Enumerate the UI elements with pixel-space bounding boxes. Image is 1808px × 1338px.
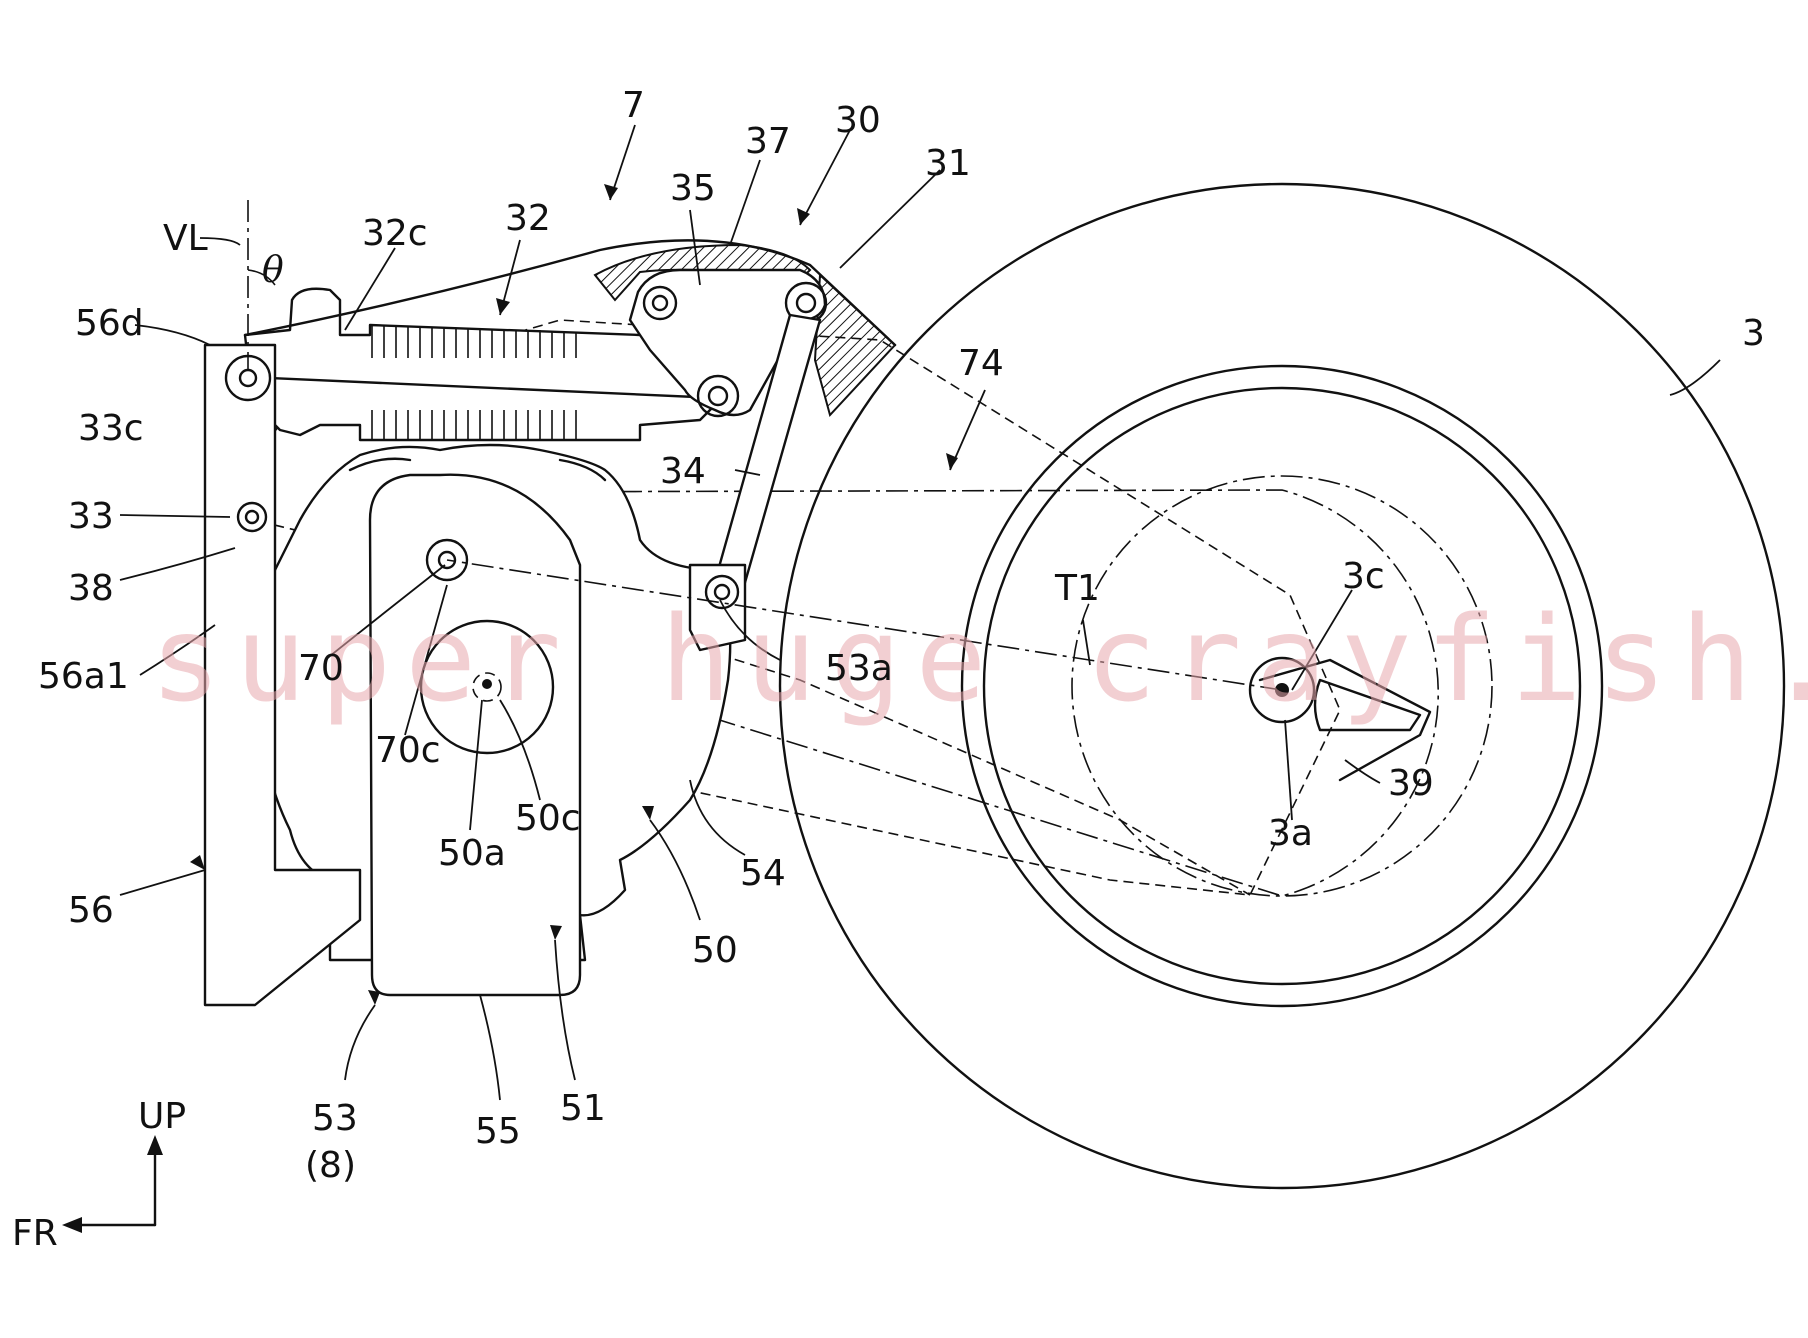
label-50c: 50c xyxy=(515,798,581,839)
label-theta: θ xyxy=(262,250,284,291)
label-55: 55 xyxy=(475,1111,521,1152)
label-38: 38 xyxy=(68,568,114,609)
label-32c: 32c xyxy=(362,213,428,254)
label-7: 7 xyxy=(622,85,645,126)
arrowheads xyxy=(190,184,958,1005)
label-35: 35 xyxy=(670,168,716,209)
label-t1: T1 xyxy=(1054,568,1100,609)
label-37: 37 xyxy=(745,121,791,162)
label-54: 54 xyxy=(740,853,786,894)
reference-lines xyxy=(247,200,1283,691)
label-56: 56 xyxy=(68,890,114,931)
label-70: 70 xyxy=(298,648,344,689)
label-3a: 3a xyxy=(1268,813,1313,854)
label-34: 34 xyxy=(660,451,706,492)
cooling-fins-top xyxy=(371,325,577,358)
label-51: 51 xyxy=(560,1088,606,1129)
label-56a1: 56a1 xyxy=(38,656,129,697)
label-39: 39 xyxy=(1388,763,1434,804)
reference-labels: 7 37 30 31 35 32 32c VL θ 56d 74 3 33c 3… xyxy=(12,85,1765,1254)
cylinder xyxy=(243,287,722,442)
label-fr: FR xyxy=(12,1213,58,1254)
direction-indicator xyxy=(62,1135,163,1233)
label-up: UP xyxy=(138,1096,186,1137)
label-53a: 53a xyxy=(825,648,893,689)
label-70c: 70c xyxy=(375,730,441,771)
suspension-link xyxy=(628,268,828,652)
watermark: super huge crayfish.jp xyxy=(150,590,1808,728)
frame-plate xyxy=(203,343,362,1007)
label-33: 33 xyxy=(68,496,114,537)
label-8: (8) xyxy=(305,1145,356,1186)
label-74: 74 xyxy=(958,343,1004,384)
label-3c: 3c xyxy=(1342,556,1385,597)
label-50a: 50a xyxy=(438,833,506,874)
label-vl: VL xyxy=(163,218,208,259)
label-56d: 56d xyxy=(75,303,144,344)
rear-cover xyxy=(243,239,897,417)
label-3: 3 xyxy=(1742,313,1765,354)
label-32: 32 xyxy=(505,198,551,239)
label-50: 50 xyxy=(692,930,738,971)
belt-case xyxy=(368,473,582,997)
label-31: 31 xyxy=(925,143,971,184)
label-53: 53 xyxy=(312,1098,358,1139)
cooling-fins-bottom xyxy=(371,410,577,440)
rear-wheel xyxy=(778,182,1786,1190)
label-33c: 33c xyxy=(78,408,144,449)
label-30: 30 xyxy=(835,100,881,141)
